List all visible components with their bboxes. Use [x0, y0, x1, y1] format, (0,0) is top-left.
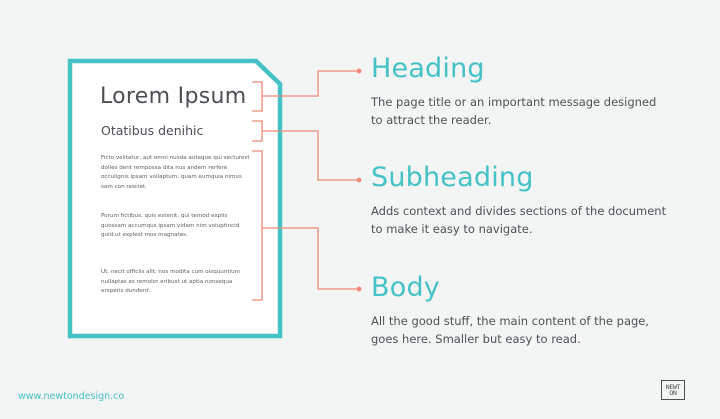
label-description: The page title or an important message d…	[371, 95, 657, 127]
subheading-connector-dot	[356, 177, 362, 183]
document-paragraph: Porum fictibus, quis estenit, qui temod …	[101, 213, 240, 239]
logo-line: ON	[669, 389, 677, 397]
document-paragraph: Ut, necit officiis alit, nos modita cum …	[101, 269, 241, 295]
document-subtitle: Otatibus denihic	[101, 123, 204, 138]
heading-connector	[262, 70, 357, 97]
label-description: Adds context and divides sections of the…	[371, 204, 667, 236]
label-subheading: Subheading Adds context and divides sect…	[371, 163, 671, 238]
body-bracket	[252, 150, 263, 301]
footer-url-link[interactable]: www.newtondesign.co	[18, 391, 125, 402]
logo-line: NEWT	[665, 382, 681, 391]
label-body: Body All the good stuff, the main conten…	[371, 273, 671, 348]
label-title: Heading	[371, 53, 485, 84]
document-outline	[67, 58, 283, 339]
newton-logo-icon: NEWT ON	[661, 380, 685, 400]
label-description: All the good stuff, the main content of …	[371, 314, 650, 346]
heading-connector-dot	[356, 68, 362, 74]
body-connector	[262, 227, 357, 290]
subheading-connector	[262, 130, 357, 181]
document-title: Lorem Ipsum	[100, 84, 247, 109]
document-paragraph: Ficto velitatur, aut omni nusda autaque …	[101, 155, 250, 190]
body-connector-dot	[356, 286, 362, 292]
label-title: Body	[371, 272, 440, 303]
label-title: Subheading	[371, 162, 534, 193]
label-heading: Heading The page title or an important m…	[371, 54, 671, 129]
